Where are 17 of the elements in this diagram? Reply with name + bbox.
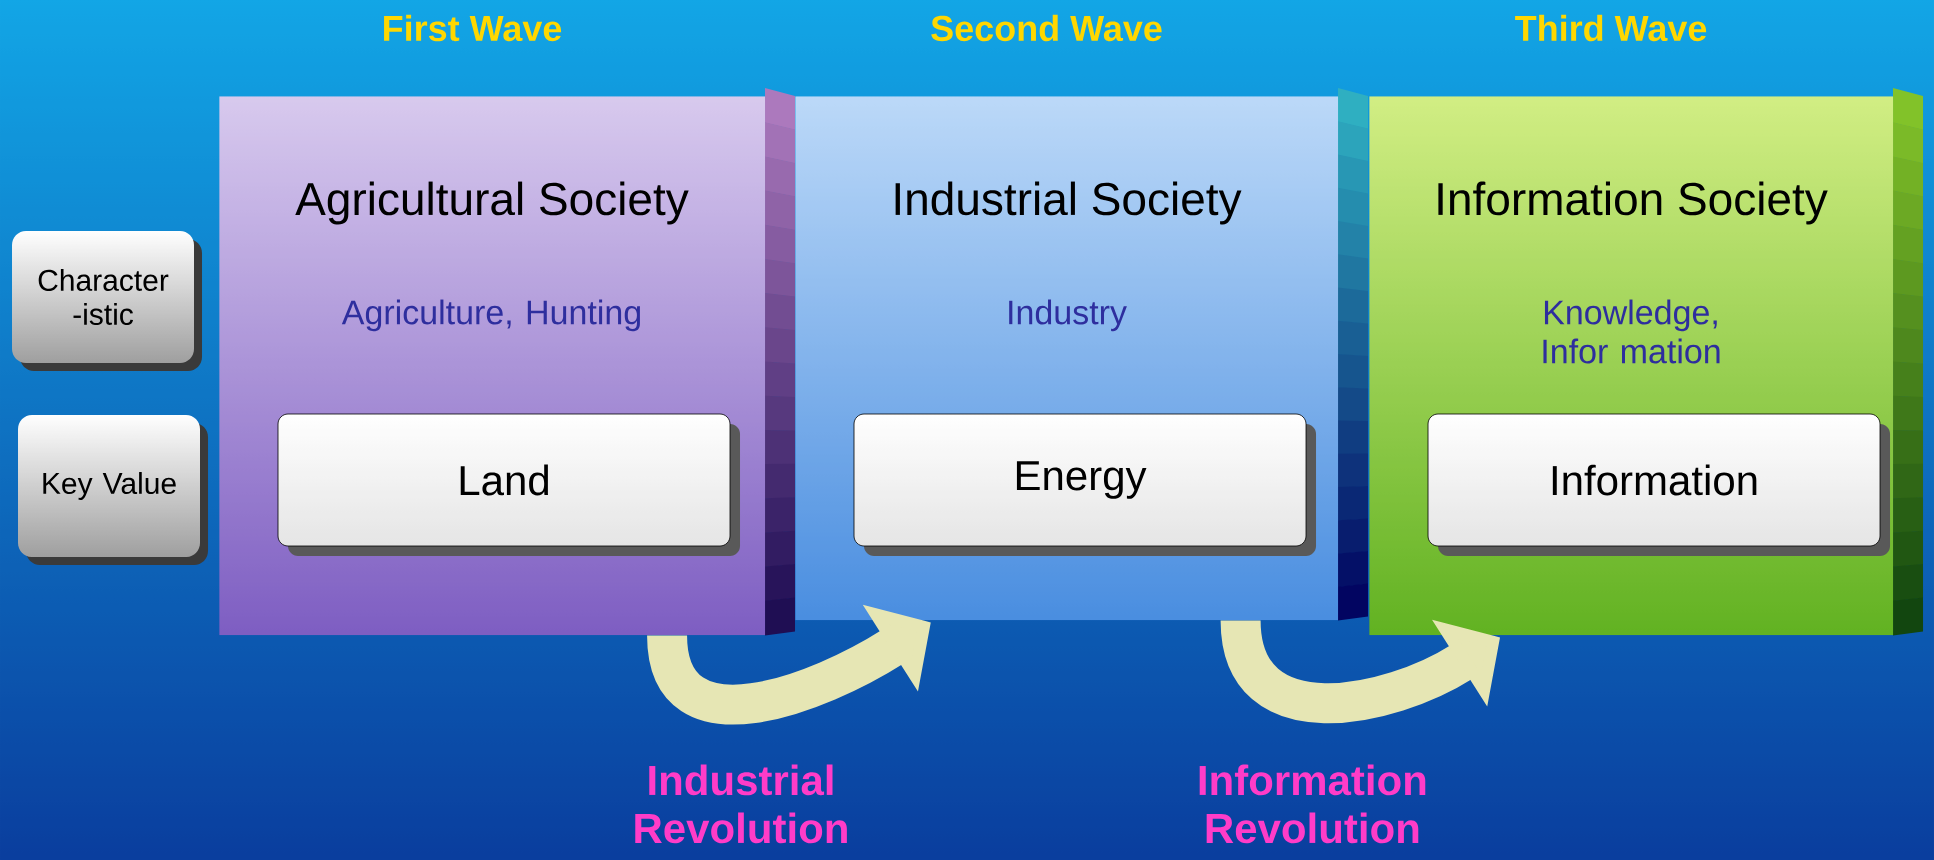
value-box: Land	[277, 413, 740, 556]
row-label: Key Value	[18, 415, 208, 565]
panel-heading: Industrial Society	[895, 181, 1242, 225]
edge-label: Industrial Revolution	[635, 764, 847, 844]
panel-heading: Agricultural Society	[295, 181, 689, 225]
panel-subtitle: Industry	[1009, 299, 1127, 332]
wave-title: Second Wave	[931, 14, 1162, 42]
curved-arrow	[1220, 618, 1500, 724]
panel-subtitle: Knowledge, Infor mation	[1543, 299, 1720, 364]
value-box: Information	[1427, 413, 1891, 556]
panel-heading: Information Society	[1438, 181, 1828, 225]
wave-title: First Wave	[384, 14, 562, 42]
value-box: Energy	[853, 413, 1316, 556]
edge-label: Information Revolution	[1199, 764, 1426, 844]
wave-title: Third Wave	[1515, 14, 1707, 42]
panel-subtitle: Agriculture, Hunting	[341, 299, 640, 332]
row-label: Character -istic	[12, 231, 202, 371]
